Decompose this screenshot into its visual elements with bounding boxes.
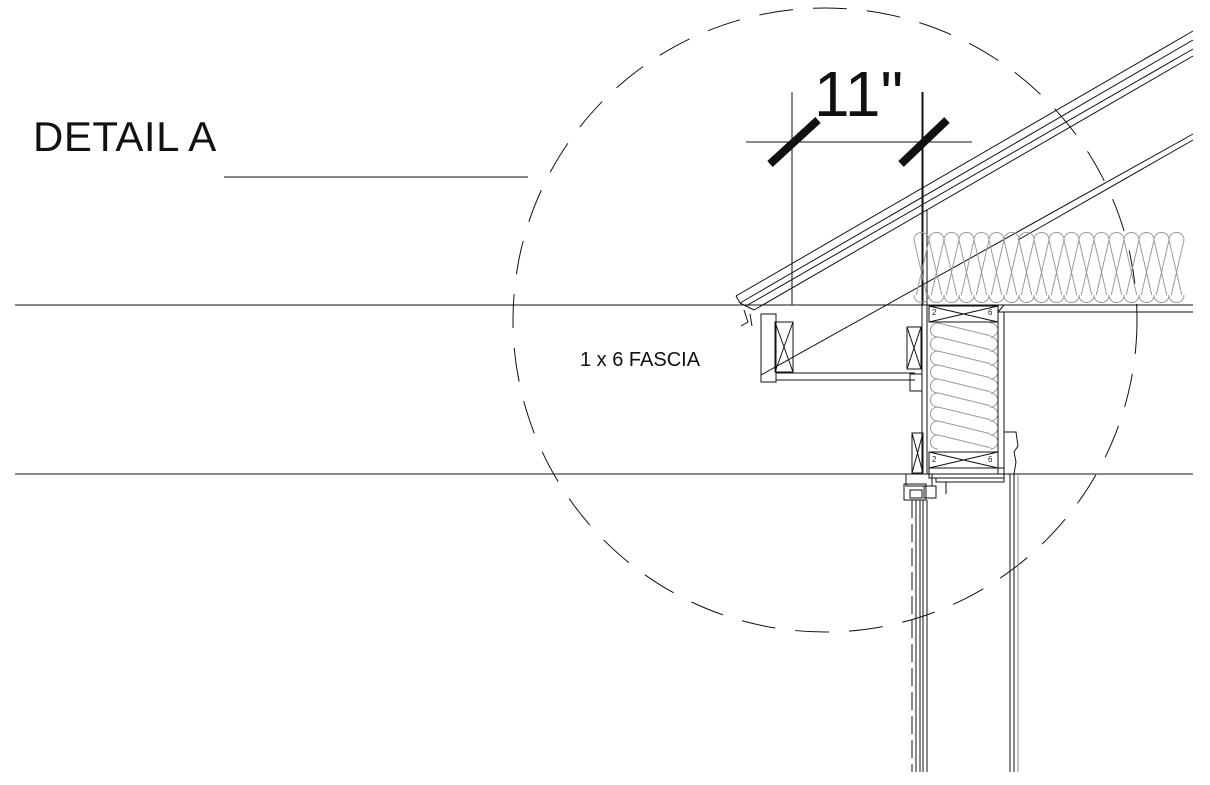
- detail-title: DETAIL A: [33, 113, 217, 160]
- wall-insulation: [931, 323, 998, 449]
- roof-assembly: [736, 31, 1193, 326]
- soffit: [776, 373, 922, 391]
- top-plate: [929, 306, 998, 322]
- top-plate-number-left: 2: [932, 308, 937, 317]
- dimension-tick-left: [770, 120, 818, 164]
- top-plate-number-right: 6: [988, 308, 993, 317]
- wall-nailer: [907, 327, 921, 369]
- ceiling-line: [927, 305, 1193, 474]
- dimension-text: 11": [814, 58, 904, 130]
- wall-insulation-batt: [931, 323, 998, 449]
- interior-casing: [1004, 432, 1018, 772]
- fascia-board: [761, 314, 793, 382]
- bottom-plate: [929, 452, 1004, 482]
- bottom-plate-number-right: 6: [988, 455, 993, 464]
- fascia-callout-label: 1 x 6 FASCIA: [580, 349, 701, 371]
- dimension-tick-right: [901, 120, 947, 164]
- window-head-trim: [904, 433, 946, 500]
- window-frame: [912, 500, 927, 772]
- detail-callout-circle: [513, 8, 1137, 632]
- rafter-bottom-line-2: [1018, 140, 1193, 240]
- bottom-plate-number-left: 2: [932, 455, 937, 464]
- ceiling-insulation-batt: [914, 233, 1184, 303]
- ceiling-insulation: [914, 233, 1184, 303]
